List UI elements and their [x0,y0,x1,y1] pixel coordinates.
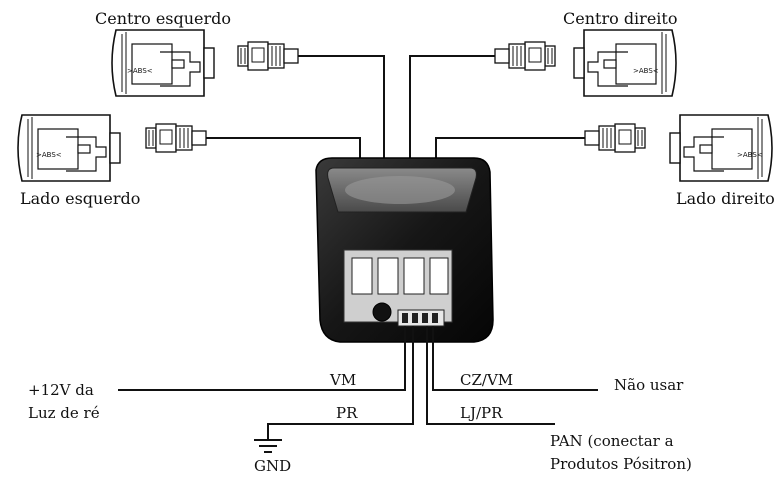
plug-center-left [237,41,299,71]
plug-side-right [584,123,646,153]
wire-label-lj-pr: LJ/PR [460,404,503,422]
sensor-center-right: >ABS< [494,29,677,97]
ground-symbol-icon [254,439,282,453]
sensor-side-right: >ABS< [584,114,773,182]
label-pan-line1: PAN (conectar a [550,432,674,450]
plug-center-right [494,41,556,71]
plug-side-left [145,123,207,153]
wire-lj-pr [426,326,555,425]
sensor-center-left-tag: >ABS< [127,67,153,75]
control-module [315,157,494,343]
sensor-side-right-tag: >ABS< [737,151,763,159]
wire-label-vm: VM [329,371,356,389]
label-side-right: Lado direito [676,189,775,208]
label-center-right: Centro direito [563,9,677,28]
label-power-line1: +12V da [28,381,94,399]
sensor-side-left-tag: >ABS< [36,151,62,159]
label-pan-line2: Produtos Pósitron) [550,455,692,473]
label-power-line2: Luz de ré [28,404,100,422]
label-center-left: Centro esquerdo [95,9,231,28]
wire-vm [118,326,406,391]
wire-pr [267,326,414,440]
label-not-use: Não usar [614,376,684,394]
sensor-side-left: >ABS< [17,114,207,182]
sensor-center-left: >ABS< [111,29,299,97]
sensor-center-right-tag: >ABS< [633,67,659,75]
wire-cz-vm [432,326,598,391]
label-gnd: GND [254,457,291,475]
output-wires [118,326,598,440]
wire-label-cz-vm: CZ/VM [460,371,513,389]
label-side-left: Lado esquerdo [20,189,140,208]
wire-label-pr: PR [336,404,358,422]
